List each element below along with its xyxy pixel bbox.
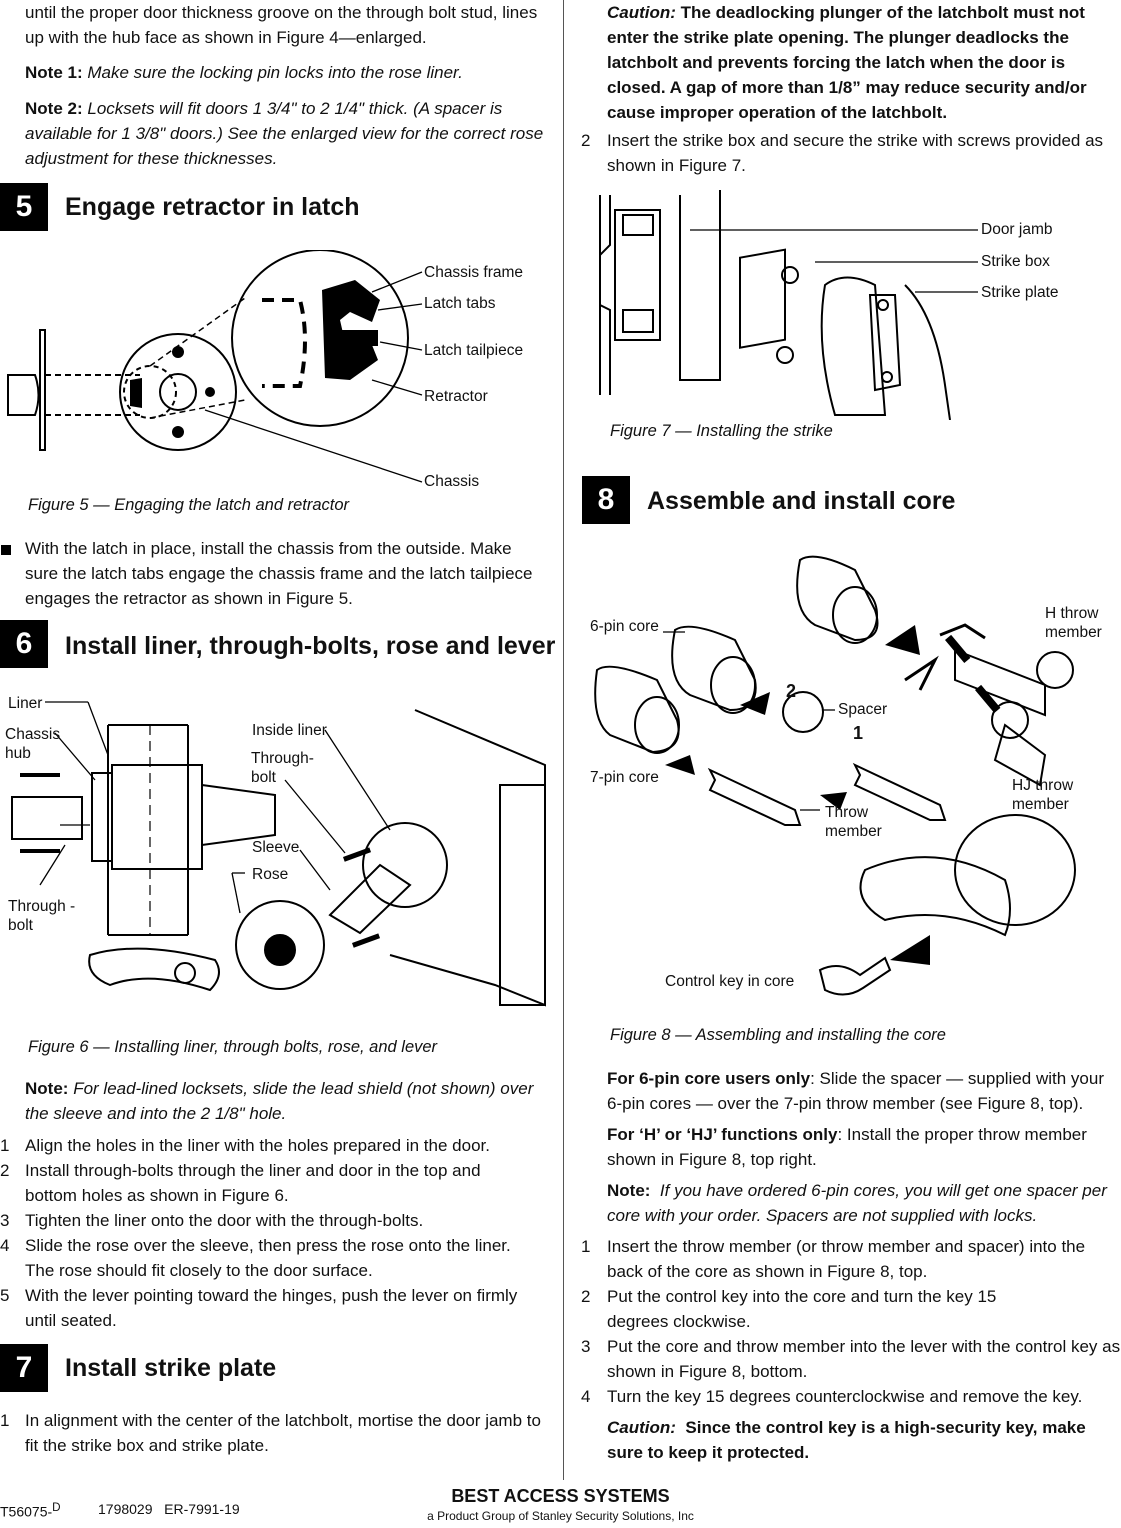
- list-number: 1: [0, 1411, 10, 1430]
- label-latch-tabs: Latch tabs: [424, 295, 496, 312]
- list-item: In alignment with the center of the latc…: [25, 1411, 541, 1455]
- intro-text: until the proper door thickness groove o…: [25, 3, 538, 47]
- company-name: BEST ACCESS SYSTEMS: [451, 1486, 670, 1506]
- list-item: Put the core and throw member into the l…: [607, 1337, 1121, 1381]
- figure-6-illustration: [11, 701, 546, 1007]
- list-number: 3: [0, 1211, 10, 1230]
- list-number: 4: [581, 1387, 591, 1406]
- list-item: Turn the key 15 degrees counterclockwise…: [607, 1387, 1083, 1406]
- bullet-icon: [1, 545, 11, 555]
- figure-5-illustration: [7, 250, 423, 483]
- figure-7-illustration: [599, 190, 978, 420]
- note-2: Note 2: Locksets will fit doors 1 3/4" t…: [25, 99, 544, 168]
- list-item: Install through-bolts through the liner …: [25, 1161, 481, 1205]
- label-chassis-frame: Chassis frame: [424, 264, 524, 281]
- step-5-title: Engage retractor in latch: [65, 193, 360, 221]
- label-arrow-1: 1: [853, 723, 864, 743]
- step-7-title: Install strike plate: [65, 1354, 277, 1382]
- list-item: Insert the strike box and secure the str…: [607, 131, 1104, 175]
- step-7-number: 7: [0, 1344, 48, 1392]
- list-number: 1: [0, 1136, 10, 1155]
- list-item: Slide the rose over the sleeve, then pre…: [25, 1236, 511, 1280]
- label-6-pin-core: 6-pin core: [590, 618, 659, 635]
- label-7-pin-core: 7-pin core: [590, 769, 659, 786]
- step-6-number: 6: [0, 620, 48, 668]
- label-hj-throw-member: HJ throw member: [1012, 777, 1074, 813]
- h-hj-note: For ‘H’ or ‘HJ’ functions only: Install …: [607, 1125, 1087, 1169]
- label-door-jamb: Door jamb: [981, 221, 1053, 238]
- column-divider: [563, 0, 564, 1480]
- doc-code: T56075-D: [0, 1501, 61, 1520]
- list-item: Align the holes in the liner with the ho…: [25, 1136, 490, 1155]
- label-throw-member: Throw member: [825, 804, 882, 840]
- label-control-key: Control key in core: [665, 973, 795, 990]
- list-number: 5: [0, 1286, 10, 1305]
- step-5-number: 5: [0, 183, 48, 231]
- label-strike-plate: Strike plate: [981, 284, 1059, 301]
- spacer-note: Note: If you have ordered 6-pin cores, y…: [607, 1181, 1107, 1225]
- label-retractor: Retractor: [424, 388, 488, 405]
- six-pin-note: For 6-pin core users only: Slide the spa…: [607, 1069, 1104, 1113]
- list-number: 3: [581, 1337, 591, 1356]
- label-through-bolt-left: Through -bolt: [8, 898, 76, 934]
- label-strike-box: Strike box: [981, 253, 1050, 270]
- label-arrow-2: 2: [786, 681, 797, 701]
- label-spacer: Spacer: [838, 701, 888, 718]
- label-through-bolt: Through- bolt: [251, 750, 314, 786]
- label-liner: Liner: [8, 695, 43, 712]
- label-chassis-hub: Chassis hub: [5, 726, 61, 762]
- caution-control-key: Caution: Since the control key is a high…: [607, 1418, 1086, 1462]
- part-numbers: 1798029 ER-7991-19: [98, 1501, 240, 1517]
- company-subtitle: a Product Group of Stanley Security Solu…: [427, 1509, 694, 1523]
- label-inside-liner: Inside liner: [252, 722, 327, 739]
- step-8-number: 8: [582, 476, 630, 524]
- list-item: Put the control key into the core and tu…: [607, 1287, 997, 1331]
- label-chassis: Chassis: [424, 473, 480, 490]
- step-6-note: Note: For lead-lined locksets, slide the…: [25, 1079, 534, 1123]
- figure-8-illustration: [594, 555, 1076, 996]
- label-rose: Rose: [252, 866, 289, 883]
- step-6-title: Install liner, through-bolts, rose and l…: [65, 632, 556, 660]
- step-5-text: With the latch in place, install the cha…: [25, 539, 533, 608]
- label-sleeve: Sleeve: [252, 839, 300, 856]
- figure-6-caption: Figure 6 — Installing liner, through bol…: [28, 1038, 438, 1056]
- list-number: 2: [581, 131, 591, 150]
- list-number: 1: [581, 1237, 591, 1256]
- list-number: 2: [0, 1161, 10, 1180]
- label-h-throw-member: H throw member: [1045, 605, 1102, 641]
- figure-8-caption: Figure 8 — Assembling and installing the…: [610, 1026, 946, 1044]
- list-number: 4: [0, 1236, 10, 1255]
- figure-7-caption: Figure 7 — Installing the strike: [610, 422, 833, 440]
- list-item: Tighten the liner onto the door with the…: [25, 1211, 424, 1230]
- note-1: Note 1: Make sure the locking pin locks …: [25, 63, 463, 82]
- list-item: Insert the throw member (or throw member…: [607, 1237, 1086, 1281]
- step-8-title: Assemble and install core: [647, 487, 956, 515]
- list-item: With the lever pointing toward the hinge…: [25, 1286, 518, 1330]
- list-number: 2: [581, 1287, 591, 1306]
- figure-5-caption: Figure 5 — Engaging the latch and retrac…: [28, 496, 350, 514]
- label-latch-tailpiece: Latch tailpiece: [424, 342, 524, 359]
- caution-deadlocking: Caution: The deadlocking plunger of the …: [607, 3, 1087, 122]
